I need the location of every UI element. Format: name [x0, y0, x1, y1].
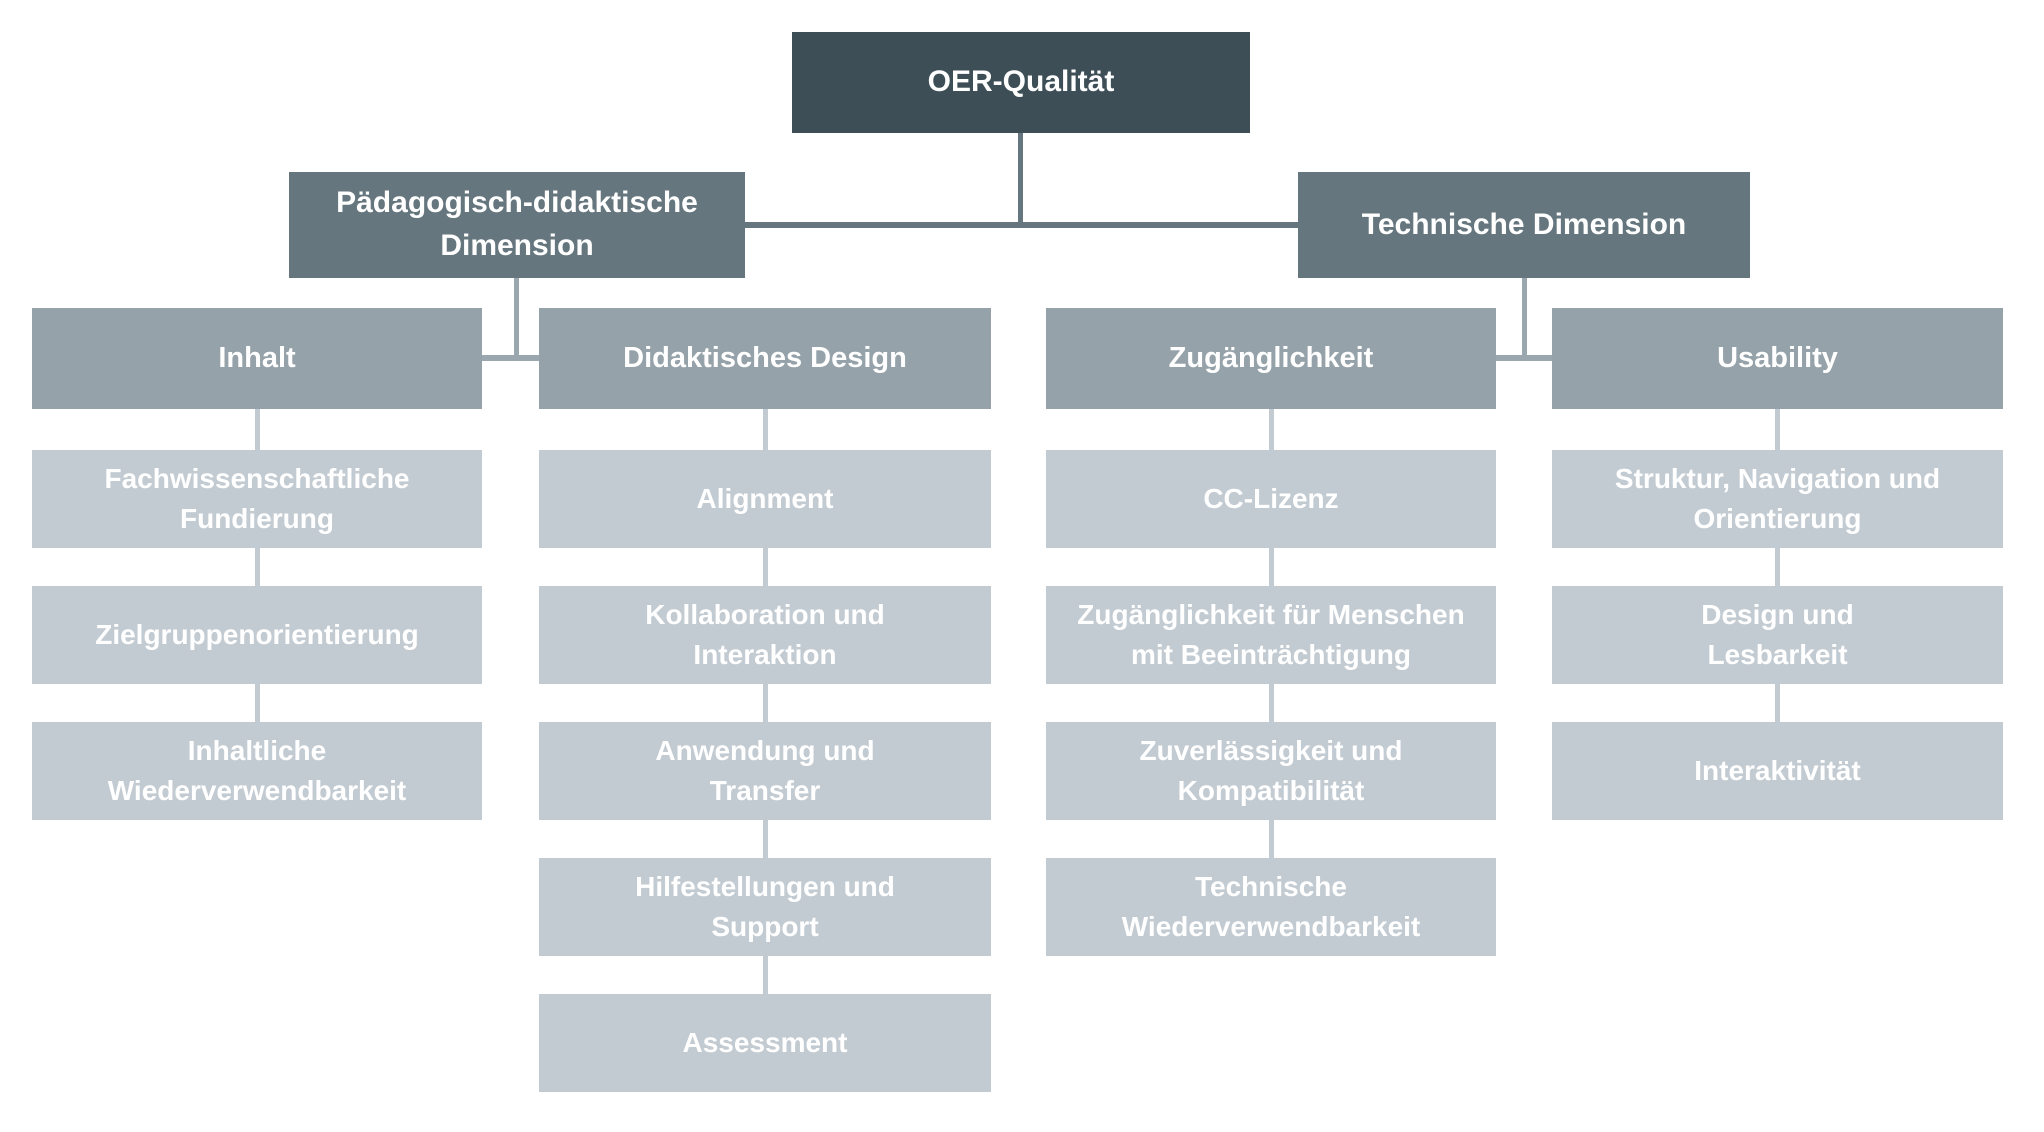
node-label: Zuverlässigkeit und Kompatibilität: [1139, 735, 1403, 806]
node-label: Zielgruppenorientierung: [95, 619, 419, 651]
node-label: Technische Dimension: [1361, 207, 1687, 241]
connector-didaktisches-to-alignment: [763, 409, 768, 450]
node-label: Pädagogisch-didaktische Dimension: [336, 186, 698, 262]
connector-zuverlaessigkeit-to-technische-wv: [1269, 820, 1274, 858]
node-label: Inhalt: [218, 341, 296, 374]
node-label: Zugänglichkeit für Menschen mit Beeinträ…: [1077, 599, 1465, 670]
connector-root-stem: [1018, 133, 1023, 222]
node-category-zugaenglichkeit: Zugänglichkeit: [1046, 308, 1496, 409]
node-label: Technische Wiederverwendbarkeit: [1121, 871, 1421, 942]
node-label: CC-Lizenz: [1203, 483, 1339, 515]
node-label: Inhaltliche Wiederverwendbarkeit: [107, 735, 407, 806]
node-label: Didaktisches Design: [623, 341, 907, 374]
node-label: Alignment: [696, 483, 834, 515]
node-item-zuverlaessigkeit-und-kompatibilitaet: Zuverlässigkeit und Kompatibilität: [1046, 722, 1496, 820]
node-item-struktur-navigation-und-orientierung: Struktur, Navigation und Orientierung: [1552, 450, 2003, 548]
node-item-design-und-lesbarkeit: Design und Lesbarkeit: [1552, 586, 2003, 684]
node-label: Assessment: [682, 1027, 848, 1059]
node-dimension-technisch: Technische Dimension: [1298, 172, 1750, 278]
connector-zugaenglichkeit-to-cc-lizenz: [1269, 409, 1274, 450]
node-item-technische-wiederverwendbarkeit: Technische Wiederverwendbarkeit: [1046, 858, 1496, 956]
node-item-cc-lizenz: CC-Lizenz: [1046, 450, 1496, 548]
node-label: Hilfestellungen und Support: [635, 871, 895, 942]
connector-usability-to-struktur: [1775, 409, 1780, 450]
connector-dimensions-horizontal: [745, 222, 1298, 228]
node-item-anwendung-und-transfer: Anwendung und Transfer: [539, 722, 991, 820]
node-label: Zugänglichkeit: [1168, 341, 1374, 374]
node-item-assessment: Assessment: [539, 994, 991, 1092]
node-item-kollaboration-und-interaktion: Kollaboration und Interaktion: [539, 586, 991, 684]
node-item-zielgruppenorientierung: Zielgruppenorientierung: [32, 586, 482, 684]
node-label: Fachwissenschaftliche Fundierung: [104, 463, 410, 534]
node-label: OER-Qualität: [927, 65, 1115, 99]
connector-paedagogisch-stem: [514, 278, 519, 355]
connector-alignment-to-kollaboration: [763, 548, 768, 586]
connector-menschen-to-zuverlaessigkeit: [1269, 684, 1274, 722]
connector-zugaenglichkeit-usability-link: [1496, 355, 1552, 361]
connector-technisch-stem: [1522, 278, 1527, 355]
node-item-zugaenglichkeit-fuer-menschen-mit-beeintraechtigung: Zugänglichkeit für Menschen mit Beeinträ…: [1046, 586, 1496, 684]
connector-struktur-to-design: [1775, 548, 1780, 586]
connector-inhalt-to-fachwissenschaftliche: [255, 409, 260, 450]
node-dimension-paedagogisch-didaktisch: Pädagogisch-didaktische Dimension: [289, 172, 745, 278]
node-category-inhalt: Inhalt: [32, 308, 482, 409]
connector-kollaboration-to-anwendung: [763, 684, 768, 722]
node-label: Interaktivität: [1694, 755, 1861, 787]
node-label: Design und Lesbarkeit: [1701, 599, 1854, 670]
node-item-hilfestellungen-und-support: Hilfestellungen und Support: [539, 858, 991, 956]
node-item-inhaltliche-wiederverwendbarkeit: Inhaltliche Wiederverwendbarkeit: [32, 722, 482, 820]
connector-fachwissenschaftliche-to-zielgruppen: [255, 548, 260, 586]
connector-anwendung-to-hilfestellungen: [763, 820, 768, 858]
node-label: Anwendung und Transfer: [655, 735, 875, 806]
connector-design-to-interaktivitaet: [1775, 684, 1780, 722]
connector-cc-lizenz-to-menschen: [1269, 548, 1274, 586]
connector-zielgruppen-to-inhaltliche: [255, 684, 260, 722]
node-item-alignment: Alignment: [539, 450, 991, 548]
node-label: Usability: [1717, 341, 1838, 374]
node-category-usability: Usability: [1552, 308, 2003, 409]
node-root-oer-qualitaet: OER-Qualität: [792, 32, 1250, 133]
connector-inhalt-didaktisches-link: [482, 355, 539, 361]
node-item-fachwissenschaftliche-fundierung: Fachwissenschaftliche Fundierung: [32, 450, 482, 548]
node-item-interaktivitaet: Interaktivität: [1552, 722, 2003, 820]
node-label: Struktur, Navigation und Orientierung: [1614, 463, 1941, 534]
node-category-didaktisches-design: Didaktisches Design: [539, 308, 991, 409]
node-label: Kollaboration und Interaktion: [645, 599, 885, 670]
connector-hilfestellungen-to-assessment: [763, 956, 768, 994]
